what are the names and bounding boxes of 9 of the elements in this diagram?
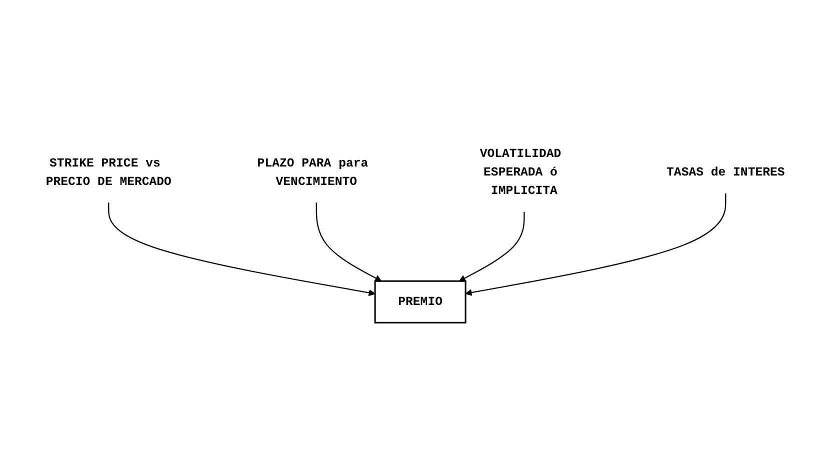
arrow [108, 202, 375, 296]
node-text: PLAZO PARA para VENCIMIENTO [256, 156, 368, 188]
node-text: STRIKE PRICE vs PRECIO DE MERCADO [45, 156, 171, 188]
arrow [464, 192, 726, 296]
node-text: TASAS de INTERES [666, 165, 784, 180]
arrow [458, 211, 524, 281]
node-box: PREMIO [374, 280, 466, 323]
node-text: VOLATILIDAD ESPERADA ó IMPLICITA [479, 146, 561, 198]
arrow [315, 202, 382, 281]
